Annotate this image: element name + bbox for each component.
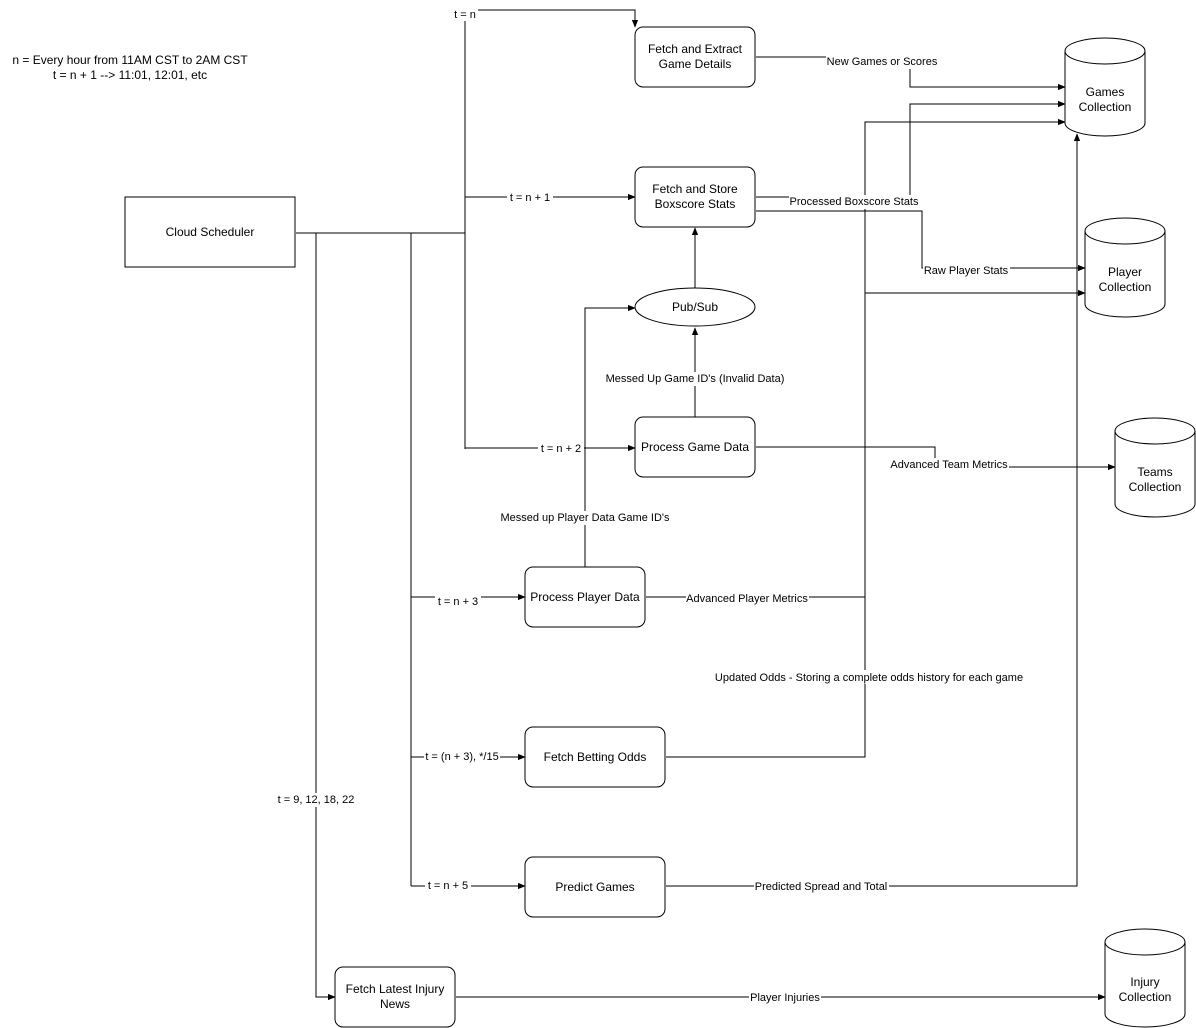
fetch-store-label-1: Fetch and Store — [652, 182, 738, 196]
fetch-odds-label: Fetch Betting Odds — [544, 750, 647, 764]
injury-collection-cylinder: Injury Collection — [1104, 928, 1186, 1028]
node-cloud-scheduler: Cloud Scheduler — [124, 196, 296, 268]
injury-collection-label-2: Collection — [1119, 990, 1172, 1004]
node-fetch-store: Fetch and Store Boxscore Stats — [634, 166, 756, 228]
process-player-label: Process Player Data — [530, 590, 640, 604]
label-t-n5: t = n + 5 — [428, 880, 468, 892]
label-t-n3: t = n + 3 — [438, 596, 478, 608]
edge-advanced-team — [756, 446, 1116, 471]
label-t-n1: t = n + 1 — [510, 192, 550, 204]
fetch-extract-label-1: Fetch and Extract — [648, 42, 743, 56]
label-player-injuries: Player Injuries — [750, 992, 820, 1004]
schedule-note: n = Every hour from 11AM CST to 2AM CST … — [12, 53, 248, 82]
process-game-label: Process Game Data — [641, 440, 749, 454]
node-pubsub: Pub/Sub — [634, 287, 756, 327]
games-collection-cylinder: Games Collection — [1064, 37, 1146, 137]
games-collection-label-2: Collection — [1079, 100, 1132, 114]
label-t-n2: t = n + 2 — [541, 443, 581, 455]
edges — [296, 9, 1116, 1001]
teams-collection-label-1: Teams — [1137, 465, 1172, 479]
edge-messed-player-ids — [584, 304, 636, 567]
injury-collection-label-1: Injury — [1130, 975, 1159, 989]
node-fetch-injury: Fetch Latest Injury News — [334, 966, 456, 1028]
teams-collection-label-2: Collection — [1129, 480, 1182, 494]
label-new-games: New Games or Scores — [827, 56, 938, 68]
label-processed-boxscore: Processed Boxscore Stats — [789, 196, 919, 208]
teams-collection-cylinder: Teams Collection — [1114, 417, 1196, 518]
edge-updated-odds — [666, 118, 1066, 758]
label-advanced-player: Advanced Player Metrics — [686, 593, 808, 605]
cloud-scheduler-label: Cloud Scheduler — [166, 225, 255, 239]
fetch-extract-label-2: Game Details — [659, 57, 732, 71]
fetch-injury-label-2: News — [380, 997, 410, 1011]
node-process-game: Process Game Data — [634, 416, 756, 478]
node-predict-games: Predict Games — [524, 856, 666, 918]
pubsub-label: Pub/Sub — [672, 300, 718, 314]
label-updated-odds: Updated Odds - Storing a complete odds h… — [715, 672, 1023, 684]
label-messed-player-ids: Messed up Player Data Game ID's — [500, 512, 670, 524]
label-raw-player: Raw Player Stats — [924, 265, 1009, 277]
label-t-injury: t = 9, 12, 18, 22 — [278, 794, 355, 806]
label-t-odds: t = (n + 3), */15 — [425, 751, 498, 763]
player-collection-cylinder: Player Collection — [1084, 217, 1166, 318]
edge-raw-player — [756, 210, 1086, 272]
node-fetch-odds: Fetch Betting Odds — [524, 726, 666, 788]
predict-games-label: Predict Games — [555, 880, 634, 894]
node-fetch-extract: Fetch and Extract Game Details — [634, 26, 756, 88]
fetch-store-label-2: Boxscore Stats — [655, 197, 736, 211]
edge-processed-boxscore — [756, 100, 1066, 198]
note-line-2: t = n + 1 --> 11:01, 12:01, etc — [53, 68, 207, 82]
label-messed-game-ids: Messed Up Game ID's (Invalid Data) — [606, 373, 785, 385]
edge-predicted-spread — [666, 133, 1081, 887]
node-process-player: Process Player Data — [524, 566, 646, 628]
label-predicted-spread: Predicted Spread and Total — [755, 881, 888, 893]
player-collection-label-2: Collection — [1099, 280, 1152, 294]
player-collection-label-1: Player — [1108, 265, 1142, 279]
label-advanced-team: Advanced Team Metrics — [890, 459, 1008, 471]
edge-to-injury — [315, 233, 336, 1001]
note-line-1: n = Every hour from 11AM CST to 2AM CST — [12, 53, 248, 67]
fetch-injury-label-1: Fetch Latest Injury — [346, 982, 445, 996]
label-t-n: t = n — [454, 9, 476, 21]
edge-labels: t = n t = n + 1 t = n + 2 t = n + 3 t = … — [274, 7, 1025, 1005]
games-collection-label-1: Games — [1086, 85, 1125, 99]
edge-to-fetch-extract — [464, 9, 639, 449]
